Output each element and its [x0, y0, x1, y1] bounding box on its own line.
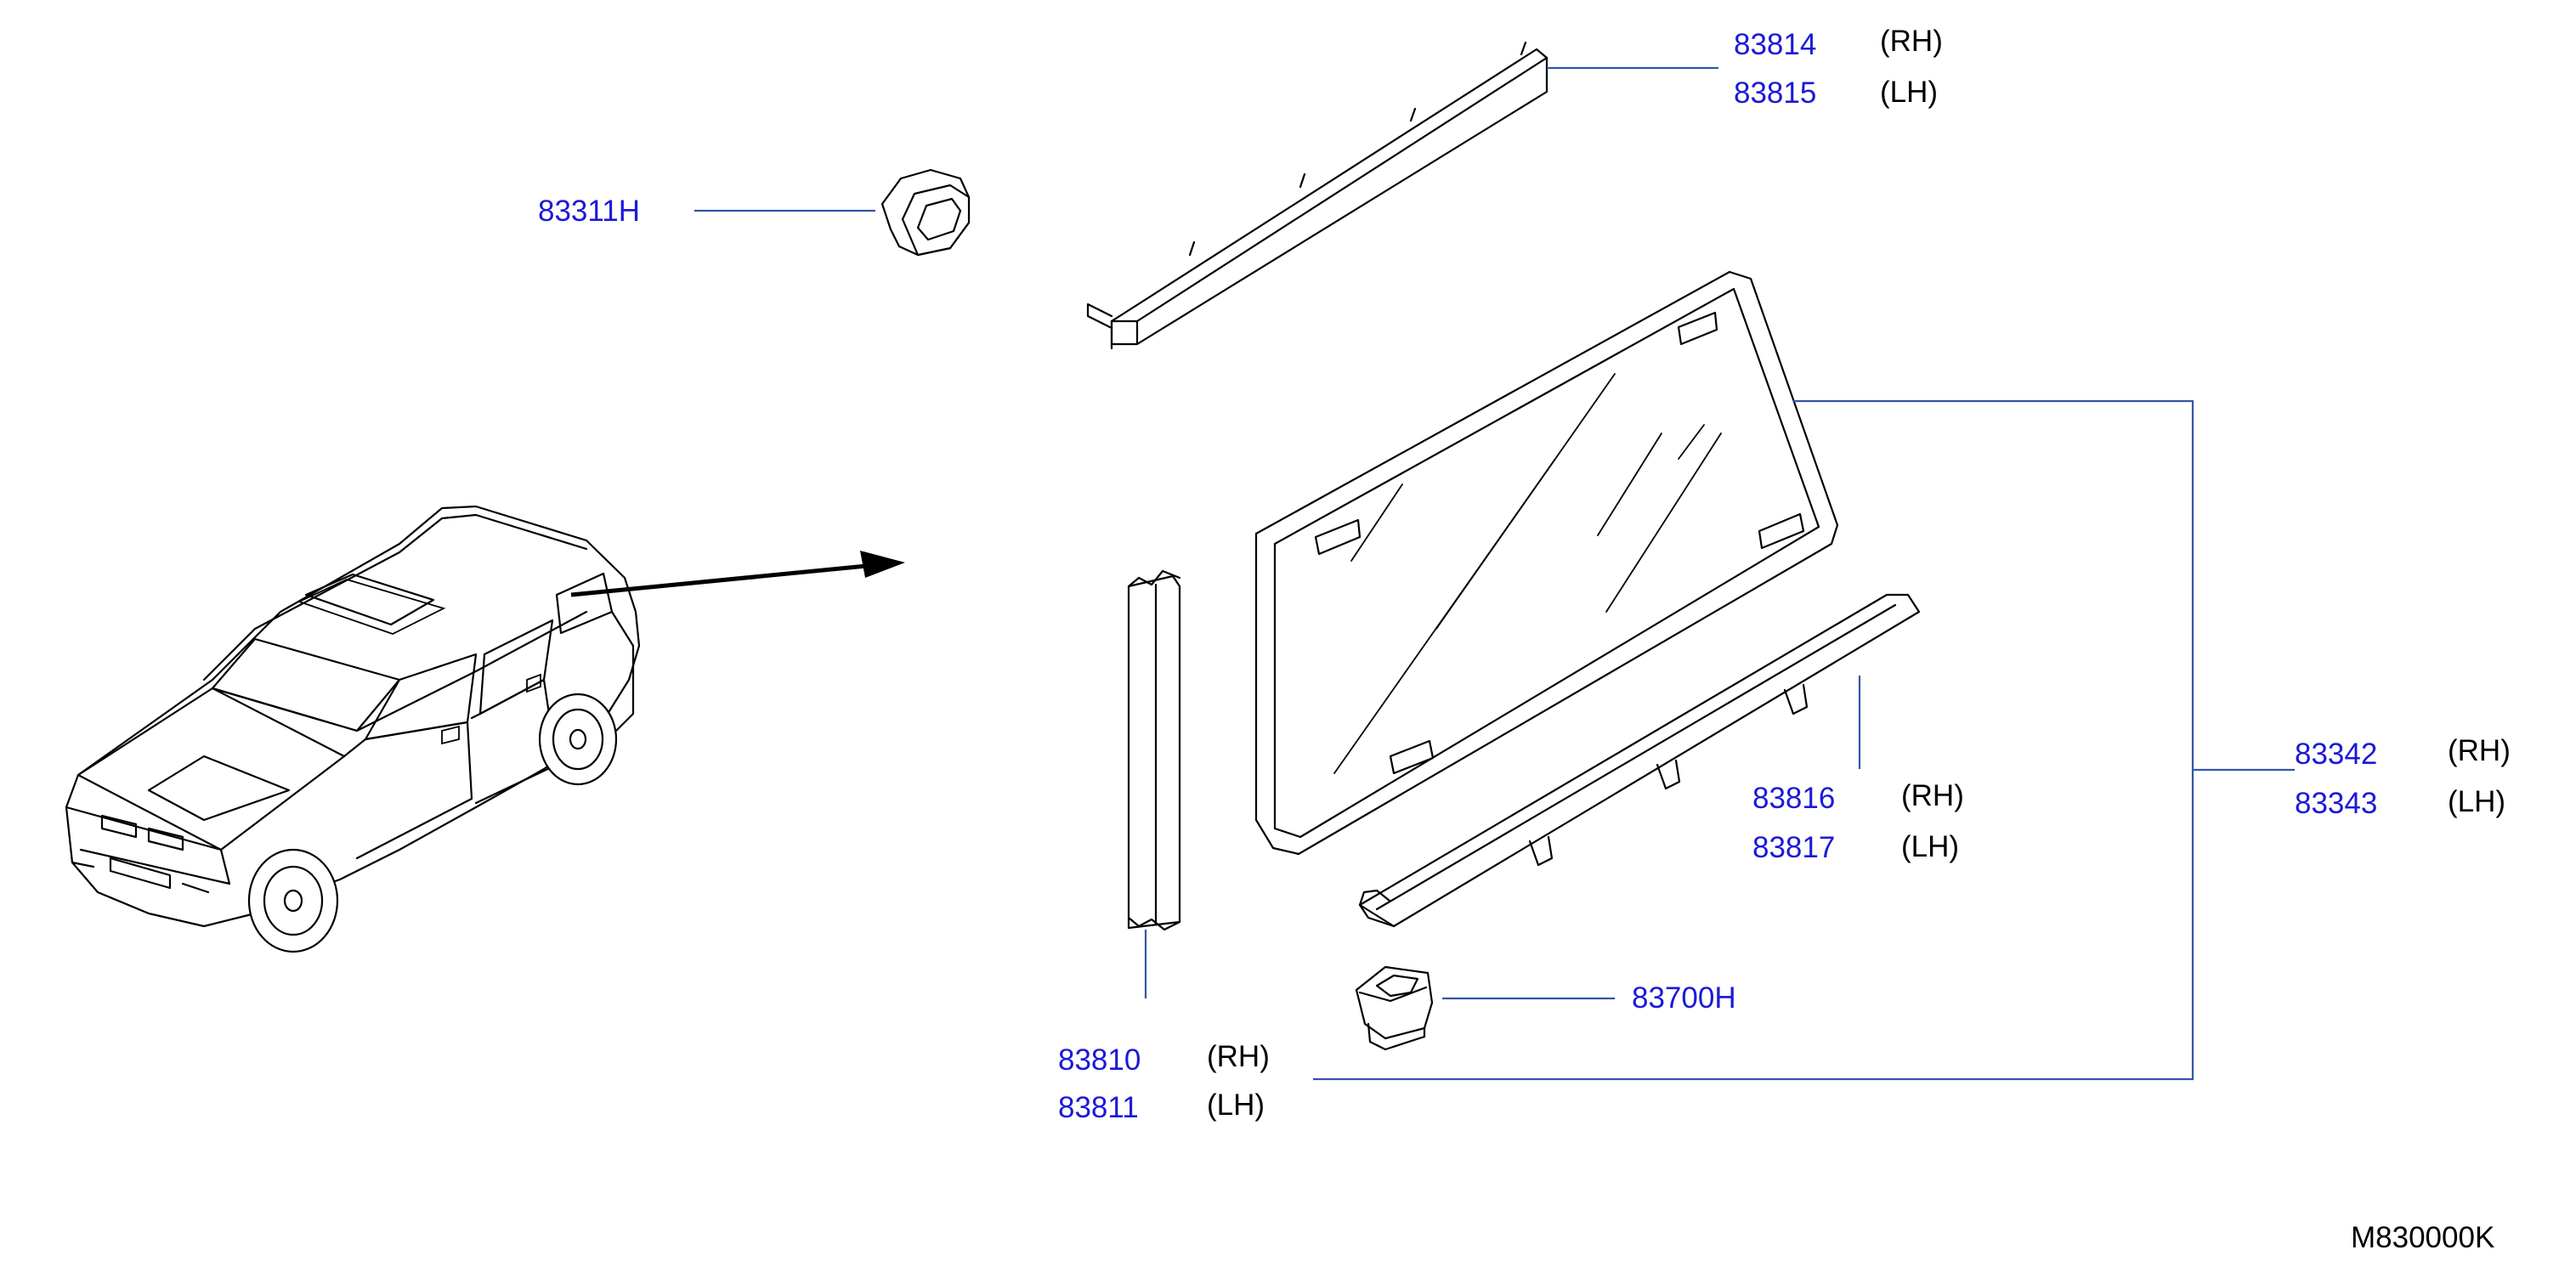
- grommet-83311h-illustration: [880, 168, 971, 257]
- callout-arrow: [570, 551, 905, 597]
- side-label-83811: (LH): [1207, 1089, 1265, 1122]
- diagram-reference-code: M830000K: [2351, 1221, 2494, 1254]
- upper-moulding-illustration: [1086, 41, 1548, 350]
- lower-moulding-illustration: [1358, 593, 1921, 928]
- part-number-83815[interactable]: 83815: [1734, 76, 1816, 110]
- part-labels: 83814 (RH) 83815 (LH) 83311H 83342 (RH) …: [538, 25, 2511, 1254]
- side-label-83815: (LH): [1880, 76, 1938, 109]
- part-number-83311h[interactable]: 83311H: [538, 195, 640, 228]
- leader-lines: [694, 66, 2295, 1081]
- part-number-83811[interactable]: 83811: [1058, 1091, 1139, 1124]
- side-label-83817: (LH): [1901, 830, 1959, 863]
- part-number-83814[interactable]: 83814: [1734, 28, 1816, 61]
- vertical-channel-illustration: [1127, 569, 1181, 931]
- part-number-83817[interactable]: 83817: [1752, 831, 1835, 864]
- part-number-83700h[interactable]: 83700H: [1632, 981, 1736, 1015]
- part-number-83342[interactable]: 83342: [2295, 738, 2377, 771]
- part-number-83810[interactable]: 83810: [1058, 1043, 1141, 1077]
- side-label-83814: (RH): [1880, 25, 1943, 58]
- side-window-glass-illustration: [1254, 270, 1839, 856]
- clip-83700h-illustration: [1355, 965, 1434, 1051]
- part-number-83816[interactable]: 83816: [1752, 782, 1835, 815]
- side-label-83816: (RH): [1901, 779, 1964, 812]
- part-number-83343[interactable]: 83343: [2295, 787, 2377, 820]
- side-label-83343: (LH): [2448, 785, 2505, 818]
- side-label-83810: (RH): [1207, 1040, 1270, 1073]
- side-label-83342: (RH): [2448, 734, 2511, 767]
- vehicle-illustration: [65, 505, 641, 953]
